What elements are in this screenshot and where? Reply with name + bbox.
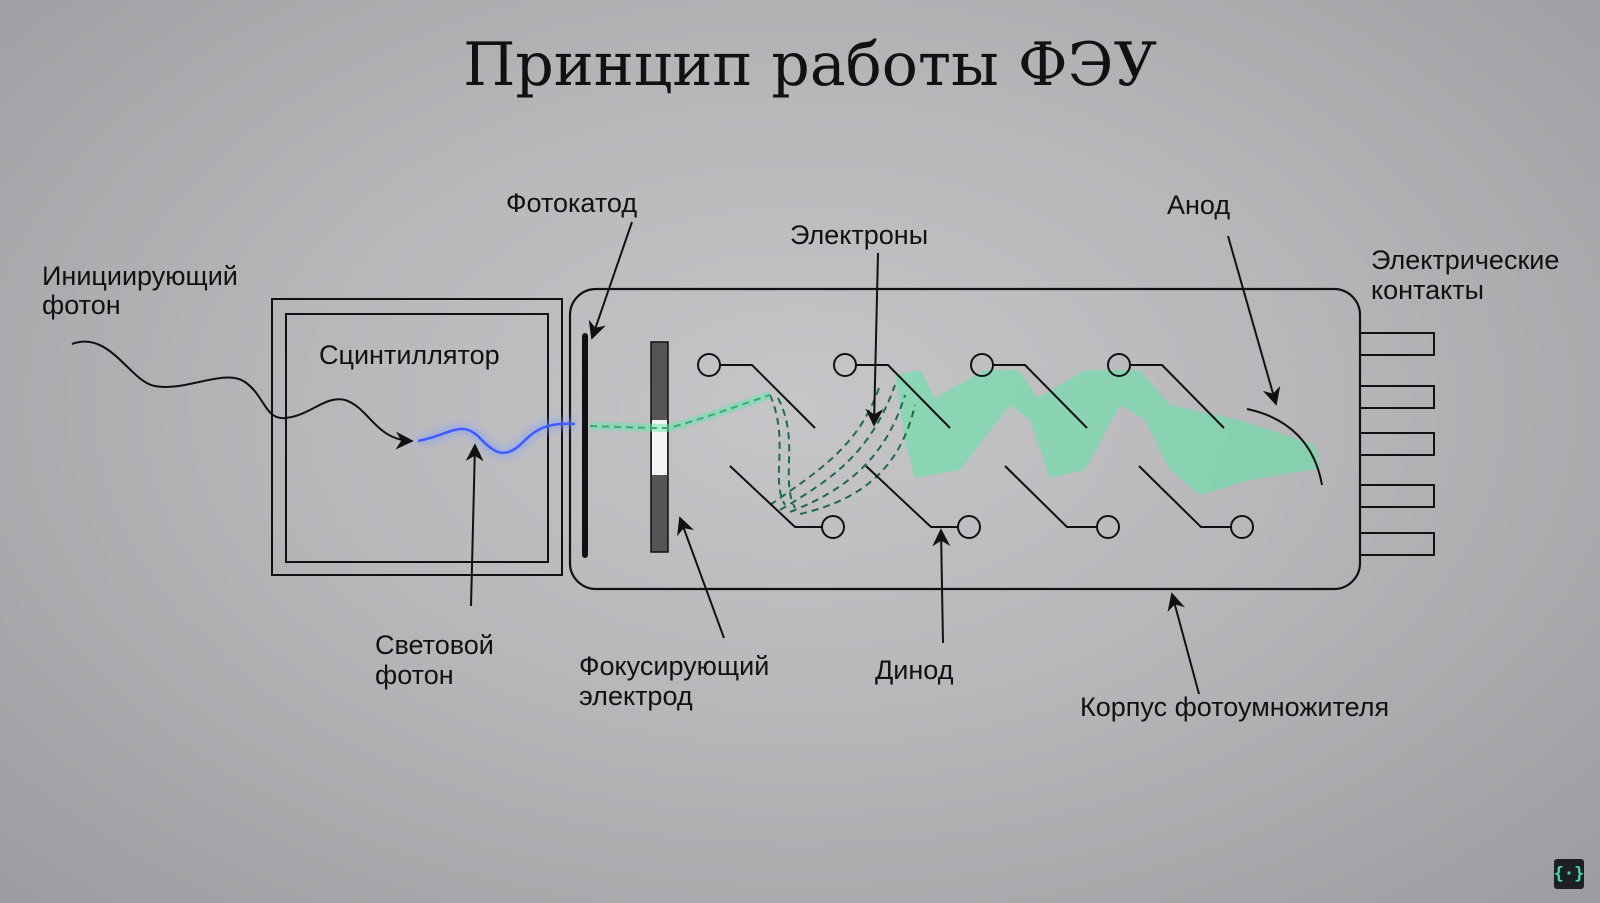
label-focusing-electrode-line2: электрод xyxy=(579,681,693,711)
label-contacts-line2: контакты xyxy=(1371,275,1484,305)
label-anode: Анод xyxy=(1167,190,1230,220)
label-focusing-electrode-line1: Фокусирующий xyxy=(579,651,769,681)
label-light-photon-line1: Световой xyxy=(375,630,494,660)
dynodes xyxy=(697,353,1254,539)
scintillator xyxy=(271,298,563,576)
electron-beam-glow xyxy=(589,391,772,433)
label-electrons: Электроны xyxy=(790,220,928,250)
light-photon xyxy=(417,419,576,458)
label-pmt-body: Корпус фотоумножителя xyxy=(1080,692,1389,722)
electrical-contacts xyxy=(1359,332,1435,556)
pointer-arrows xyxy=(465,221,1281,695)
label-light-photon-line2: фотон xyxy=(375,660,454,690)
label-contacts-line1: Электрические xyxy=(1371,245,1559,275)
label-scintillator: Сцинтиллятор xyxy=(319,340,500,370)
label-initiating-photon-line1: Инициирующий xyxy=(42,261,238,291)
brackets-logo-icon: {·} xyxy=(1554,859,1584,889)
initiating-photon xyxy=(71,340,414,450)
anode xyxy=(1246,408,1323,486)
label-dynode: Динод xyxy=(875,655,954,685)
label-initiating-photon-line2: фотон xyxy=(42,290,121,320)
focusing-electrode xyxy=(650,341,669,553)
electron-cascade xyxy=(895,370,1320,495)
diagram-title: Принцип работы ФЭУ xyxy=(463,30,1157,100)
label-photocathode: Фотокатод xyxy=(506,188,637,218)
